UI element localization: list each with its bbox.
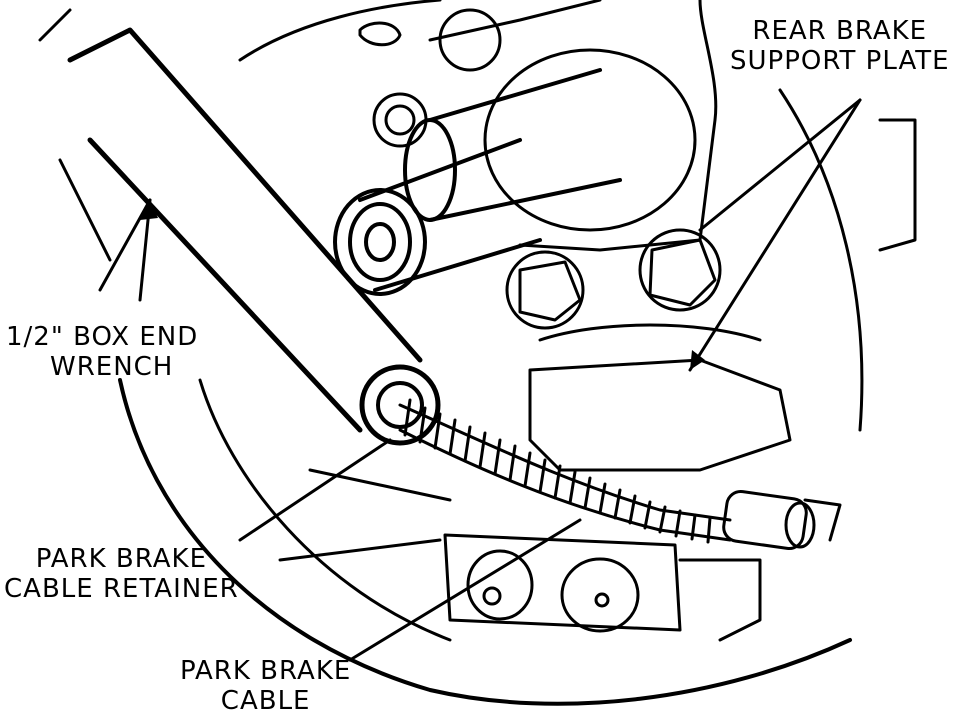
label-line: WRENCH	[50, 352, 174, 382]
label-box-end-wrench: 1/2" BOX END WRENCH	[6, 322, 198, 382]
label-line: SUPPORT PLATE	[730, 46, 950, 76]
leader-retainer	[238, 438, 392, 542]
backing-plate-outline	[118, 378, 852, 706]
box-end-wrench	[38, 8, 441, 446]
leader-cable	[348, 518, 582, 662]
axle-shaft	[333, 48, 697, 296]
label-line: PARK BRAKE	[35, 544, 207, 574]
backing-plate-inner-arc	[198, 378, 452, 642]
leader-support-plate-2	[698, 98, 862, 232]
mounting-bolts	[358, 8, 722, 330]
leader-support-plate-1	[688, 98, 862, 372]
label-line: REAR BRAKE	[752, 16, 928, 46]
label-line: CABLE	[220, 686, 311, 716]
leader-lines	[138, 98, 862, 662]
axle-housing	[428, 0, 718, 252]
label-rear-brake-support-plate: REAR BRAKE SUPPORT PLATE	[730, 16, 950, 76]
leader-arrowheads	[140, 200, 705, 370]
label-line: PARK BRAKE	[180, 656, 352, 686]
label-line: CABLE RETAINER	[4, 574, 239, 604]
label-park-brake-cable-retainer: PARK BRAKE CABLE RETAINER	[4, 544, 239, 604]
park-brake-cable	[398, 398, 842, 551]
cable-retainer-bracket	[278, 468, 762, 642]
backing-plate-top-edge	[238, 0, 442, 62]
backing-plate-right-edge	[778, 88, 864, 432]
label-park-brake-cable: PARK BRAKE CABLE	[180, 656, 351, 716]
label-line: 1/2" BOX END	[6, 322, 199, 352]
adapter-body	[528, 358, 792, 472]
